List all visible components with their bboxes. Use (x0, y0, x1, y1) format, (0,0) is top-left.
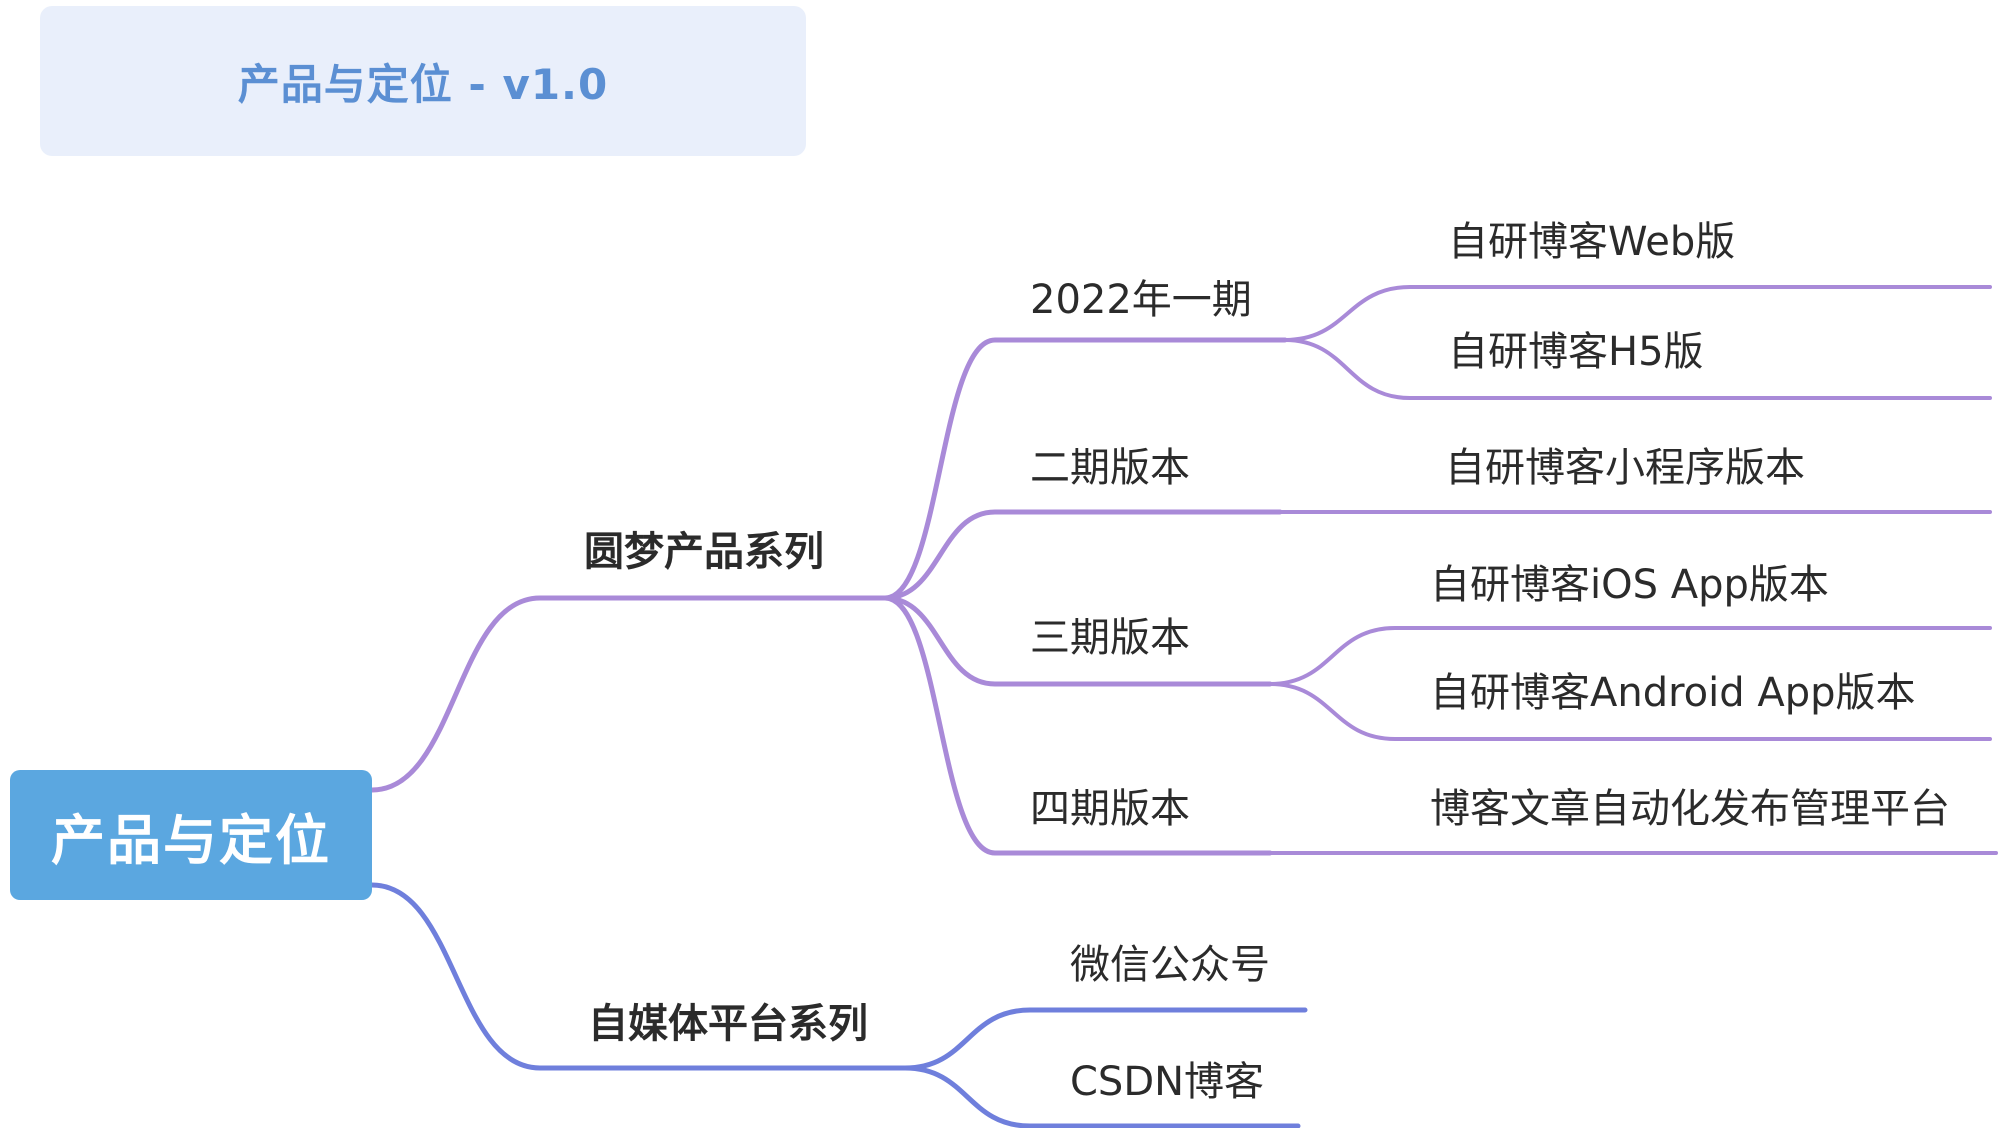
edge-sub-3-to-leaf-2 (1268, 682, 1992, 741)
leaf-node-label[interactable]: 自研博客Web版 (1448, 219, 1736, 265)
edge-branch-1-to-sub-4 (882, 595, 1273, 856)
root-node-label: 产品与定位 (51, 808, 331, 872)
branch-node-label[interactable]: 圆梦产品系列 (584, 529, 824, 575)
edge-branch-1-to-sub-2 (882, 509, 1283, 601)
root-node[interactable]: 产品与定位 (10, 770, 372, 900)
sub-node-label[interactable]: 2022年一期 (1030, 277, 1252, 323)
leaf-node-label[interactable]: 博客文章自动化发布管理平台 (1430, 786, 1950, 832)
edge-sub-1-to-leaf-2 (1283, 338, 1992, 400)
sub-node-label[interactable]: 四期版本 (1030, 786, 1190, 832)
page-title: 产品与定位 - v1.0 (237, 59, 609, 109)
edge-sub-1-to-leaf-1 (1283, 285, 1992, 342)
leaf-node-label[interactable]: 自研博客Android App版本 (1430, 670, 1916, 716)
leaf-node-label[interactable]: 自研博客H5版 (1448, 329, 1704, 375)
edge-branch-2-to-sub-2 (902, 1065, 1301, 1128)
leaf-node-label[interactable]: 自研博客iOS App版本 (1430, 562, 1829, 608)
edge-branch-1-to-sub-3 (882, 595, 1273, 687)
edge-root-to-branch-1 (369, 595, 888, 793)
edge-branch-1-to-sub-1 (882, 337, 1288, 601)
title-banner: 产品与定位 - v1.0 (40, 6, 806, 156)
edge-branch-2-to-sub-1 (902, 1007, 1308, 1071)
leaf-node-label[interactable]: 自研博客小程序版本 (1445, 445, 1805, 491)
edge-root-to-branch-2 (369, 882, 908, 1071)
sub-node-label[interactable]: 三期版本 (1030, 615, 1190, 661)
sub-node-label[interactable]: 二期版本 (1030, 445, 1190, 491)
sub-node-label[interactable]: 微信公众号 (1070, 942, 1270, 988)
edge-sub-3-to-leaf-1 (1268, 626, 1992, 686)
sub-node-label[interactable]: CSDN博客 (1070, 1059, 1265, 1105)
branch-node-label[interactable]: 自媒体平台系列 (588, 1001, 868, 1047)
